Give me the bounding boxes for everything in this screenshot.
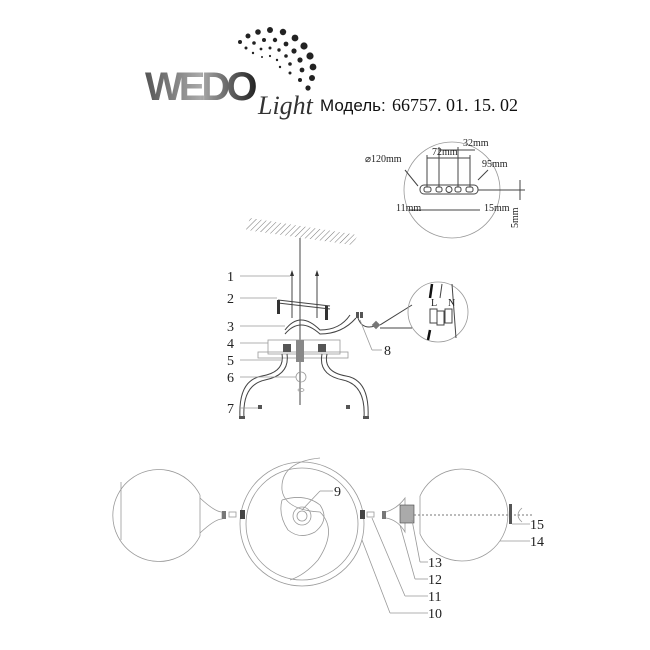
lamp-assembly: 9 10 11 12 13 14 15 <box>112 457 544 622</box>
dim-diameter: ⌀120mm <box>365 154 402 165</box>
ceiling-mount-assembly <box>239 218 413 419</box>
dim-5: 5mm <box>510 207 521 228</box>
model-number: 66757. 01. 15. 02 <box>392 95 518 115</box>
callout-15: 15 <box>530 518 544 533</box>
logo-sub: Light <box>257 91 314 120</box>
dim-32: 32mm <box>463 138 489 149</box>
top-callouts: 1 2 3 4 5 6 7 8 <box>227 270 391 417</box>
wedo-logo: WEDO Light <box>145 27 317 120</box>
model-label: Модель: <box>320 96 386 115</box>
wire-label-live: L <box>431 298 437 309</box>
mounting-plate-detail: ⌀120mm 72mm 32mm 95mm 11mm 15mm 5mm <box>365 138 525 239</box>
callout-9: 9 <box>334 485 341 500</box>
callout-4: 4 <box>227 337 234 352</box>
ceiling-hatch <box>246 218 358 245</box>
callout-1: 1 <box>227 270 234 285</box>
callout-7: 7 <box>227 402 234 417</box>
callout-13: 13 <box>428 556 442 571</box>
callout-3: 3 <box>227 320 234 335</box>
logo-dots-swirl <box>238 27 317 91</box>
callout-8: 8 <box>384 344 391 359</box>
dim-72: 72mm <box>432 147 458 158</box>
dim-11: 11mm <box>396 203 421 214</box>
callout-11: 11 <box>428 590 441 605</box>
callout-12: 12 <box>428 573 442 588</box>
callout-2: 2 <box>227 292 234 307</box>
wire-label-neutral: N <box>448 298 455 309</box>
callout-6: 6 <box>227 371 234 386</box>
wiring-terminal-detail: L N <box>407 281 469 343</box>
logo-brand: WEDO <box>145 65 256 109</box>
callout-5: 5 <box>227 354 234 369</box>
dim-95: 95mm <box>482 159 508 170</box>
callout-14: 14 <box>530 535 544 550</box>
dim-15: 15mm <box>484 203 510 214</box>
callout-10: 10 <box>428 607 442 622</box>
